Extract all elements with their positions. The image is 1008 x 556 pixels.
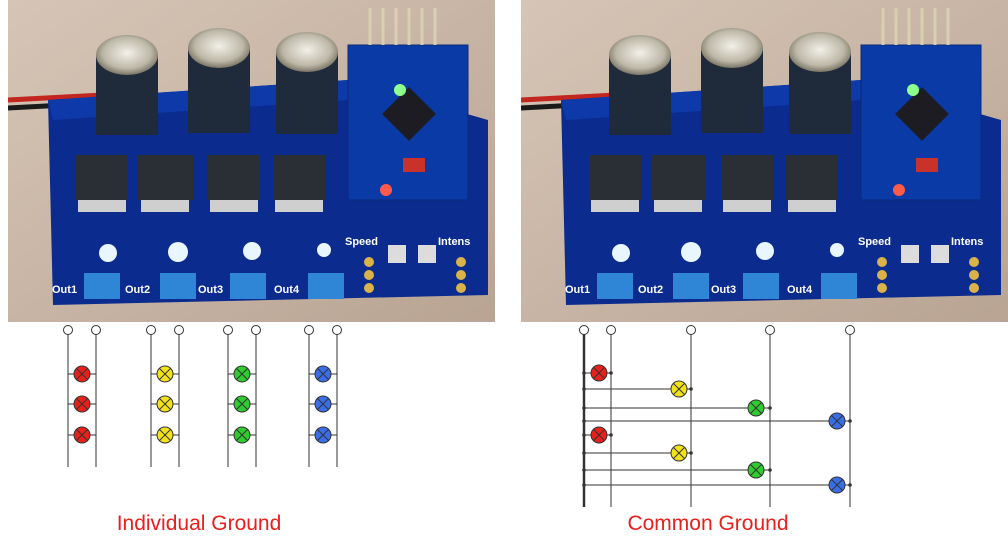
intens-label: Intens — [438, 236, 470, 248]
terminal — [304, 325, 314, 335]
terminal — [91, 325, 101, 335]
capacitor-group — [96, 28, 338, 135]
board-photo-left: Out1 Out2 Out3 Out4 Speed Intens — [8, 0, 495, 322]
output-terminals — [84, 273, 344, 299]
lamp-blue — [314, 395, 332, 413]
junction — [848, 419, 852, 423]
lamp-blue — [314, 365, 332, 383]
junction — [689, 387, 693, 391]
schematic-common-ground — [579, 325, 855, 507]
out1-label: Out1 — [565, 284, 590, 296]
terminal — [223, 325, 233, 335]
junction — [582, 468, 586, 472]
terminal — [332, 325, 342, 335]
led-indicators — [99, 242, 331, 262]
lamp-red — [590, 364, 608, 382]
junction — [582, 451, 586, 455]
junction — [582, 419, 586, 423]
microcontroller — [860, 8, 982, 201]
speed-label: Speed — [345, 236, 378, 248]
lamp-red — [73, 365, 91, 383]
lamp-yellow — [156, 426, 174, 444]
lamp-green — [233, 426, 251, 444]
terminal — [765, 325, 775, 335]
caption-individual-ground: Individual Ground — [116, 512, 282, 535]
out4-label: Out4 — [787, 284, 813, 296]
microcontroller — [347, 8, 469, 201]
out3-label: Out3 — [198, 284, 223, 296]
terminal — [579, 325, 589, 335]
lamp-red — [590, 426, 608, 444]
lamp-green — [233, 395, 251, 413]
terminal — [606, 325, 616, 335]
speed-label: Speed — [858, 236, 891, 248]
capacitor-group — [609, 28, 851, 135]
out1-label: Out1 — [52, 284, 77, 296]
terminal — [174, 325, 184, 335]
lamp-green — [233, 365, 251, 383]
intens-label: Intens — [951, 236, 983, 248]
lamp-yellow — [670, 444, 688, 462]
lamp-red — [73, 426, 91, 444]
lamp-green — [747, 399, 765, 417]
regulator-group — [589, 155, 838, 200]
schematic-individual-ground — [63, 325, 342, 467]
board-photo-right: Out1 Out2 Out3 Out4 Speed Intens — [521, 0, 1008, 322]
regulator-group — [76, 155, 325, 200]
terminal — [686, 325, 696, 335]
output-terminals — [597, 273, 857, 299]
lamp-yellow — [670, 380, 688, 398]
lamp-yellow — [156, 395, 174, 413]
led-indicators — [612, 242, 844, 262]
out4-label: Out4 — [274, 284, 300, 296]
lamp-blue — [828, 412, 846, 430]
lamp-blue — [828, 476, 846, 494]
terminal — [146, 325, 156, 335]
junction — [582, 433, 586, 437]
out3-label: Out3 — [711, 284, 736, 296]
terminal — [63, 325, 73, 335]
lamp-red — [73, 395, 91, 413]
junction — [689, 451, 693, 455]
terminal — [251, 325, 261, 335]
caption-common-ground: Common Ground — [627, 512, 789, 535]
junction — [609, 433, 613, 437]
junction — [582, 371, 586, 375]
terminal — [845, 325, 855, 335]
junction — [768, 468, 772, 472]
junction — [768, 406, 772, 410]
out2-label: Out2 — [125, 284, 150, 296]
junction — [582, 483, 586, 487]
lamp-green — [747, 461, 765, 479]
lamp-blue — [314, 426, 332, 444]
junction — [582, 406, 586, 410]
out2-label: Out2 — [638, 284, 663, 296]
lamp-yellow — [156, 365, 174, 383]
junction — [848, 483, 852, 487]
junction — [609, 371, 613, 375]
junction — [582, 387, 586, 391]
